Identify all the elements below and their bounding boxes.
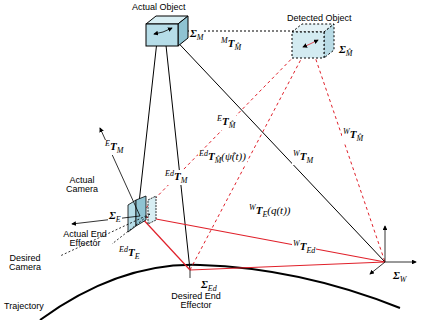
detected-lines <box>142 44 385 270</box>
transform-label: WTM <box>292 150 314 165</box>
transform-label: WTE(q(t)) <box>248 204 292 219</box>
detected-object-cube <box>292 24 334 58</box>
transform-label: ETM <box>104 140 124 155</box>
transform-label: WTM̂ <box>342 128 364 143</box>
frame-axes <box>60 128 416 278</box>
transform-label: MTM̂ <box>220 37 242 52</box>
text-label: Actual Camera <box>62 176 102 195</box>
transform-label: ΣE <box>108 210 122 224</box>
detected-axes <box>303 40 318 47</box>
transform-label: ΣM <box>189 28 204 42</box>
text-label: Detected Object <box>287 14 352 23</box>
transform-label: EdTE <box>118 246 141 261</box>
transform-label: ΣW <box>392 270 407 284</box>
camera-symbol <box>128 196 156 232</box>
text-label: Desired Camera <box>2 254 48 273</box>
text-label: Actual Object <box>132 3 186 12</box>
transform-label: EdTM̂(ψ̂(t)) <box>198 150 247 165</box>
transform-label: WTEd <box>292 240 316 255</box>
transform-label: ETM̂ <box>216 115 236 130</box>
object-axes <box>154 28 172 34</box>
actual-object-cube <box>146 16 188 46</box>
text-label: Desired End Effector <box>160 292 232 311</box>
text-label: Actual End Effector <box>60 230 110 249</box>
trajectory-curve <box>40 265 400 320</box>
robot-lines <box>140 216 385 270</box>
transform-label: ΣM̂ <box>338 44 353 58</box>
transform-lines <box>138 32 385 270</box>
transform-label: EdTM <box>164 170 188 185</box>
text-label: Trajectory <box>4 302 44 311</box>
